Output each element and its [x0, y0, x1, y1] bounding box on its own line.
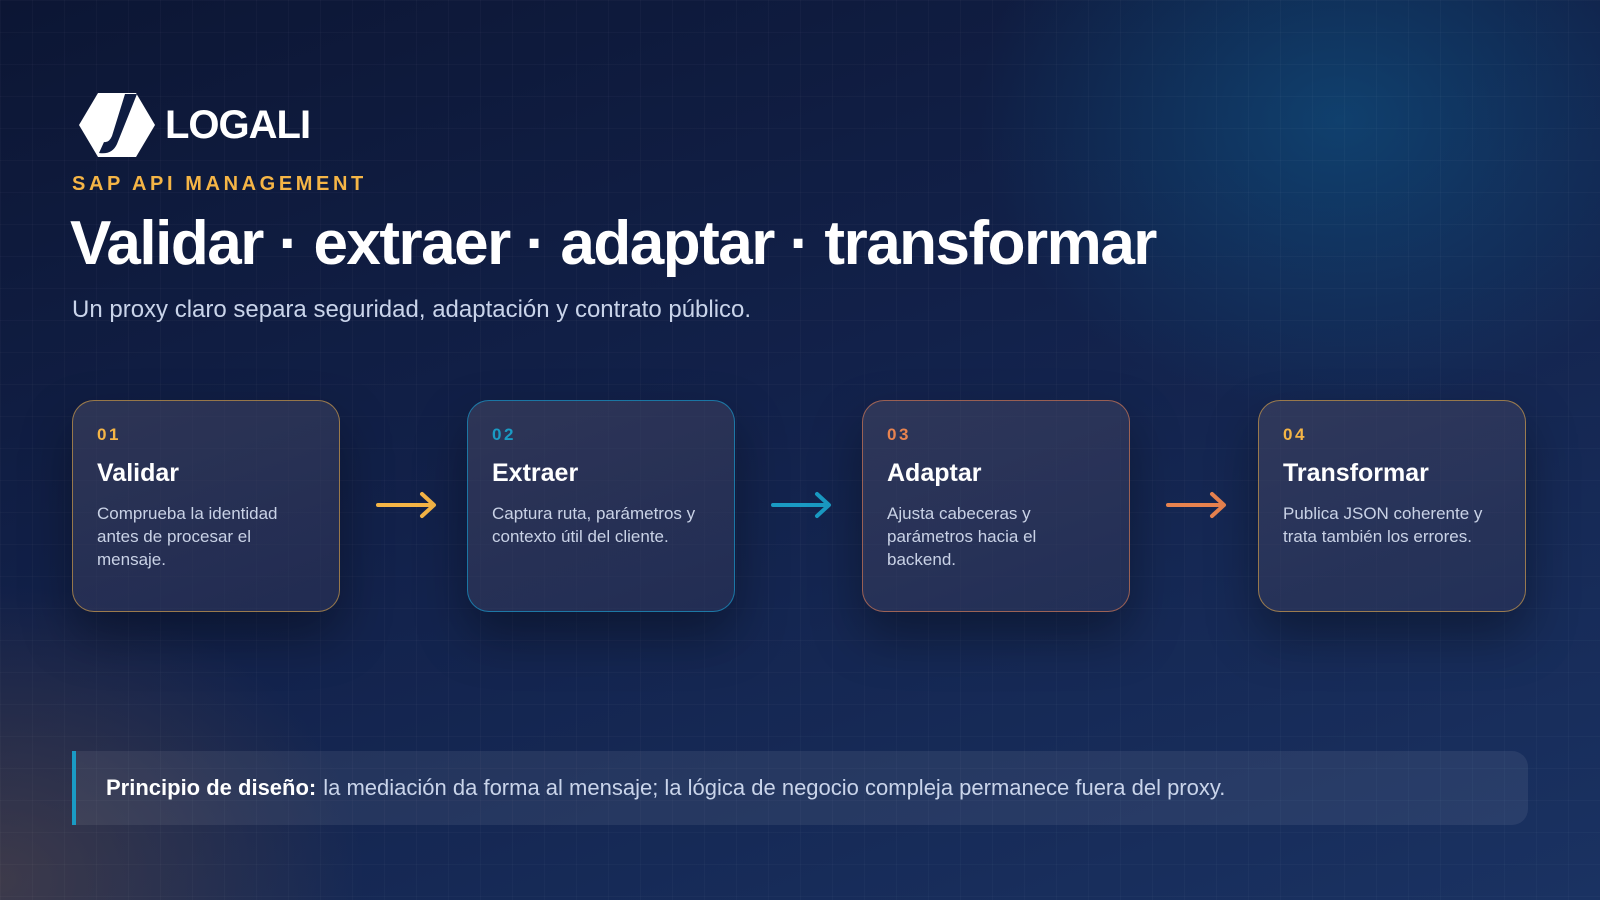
principle-label: Principio de diseño:: [106, 775, 317, 800]
design-principle-note: Principio de diseño: la mediación da for…: [72, 751, 1528, 825]
step-card-extraer: 02 Extraer Captura ruta, parámetros y co…: [467, 400, 735, 612]
step-card-adaptar: 03 Adaptar Ajusta cabeceras y parámetros…: [862, 400, 1130, 612]
step-description: Captura ruta, parámetros y contexto útil…: [492, 504, 696, 546]
step-title: Extraer: [492, 459, 579, 487]
step-number: 04: [1283, 425, 1307, 444]
arrow-right-icon: [376, 492, 436, 518]
step-title: Adaptar: [887, 459, 982, 487]
brand-name: LOGALI: [165, 103, 311, 147]
logali-logo-icon: [79, 93, 155, 157]
step-description: Ajusta cabeceras y parámetros hacia el b…: [887, 504, 1037, 569]
brand-logo: LOGALI: [79, 92, 311, 158]
step-description: Publica JSON coherente y trata también l…: [1283, 504, 1483, 546]
step-title: Validar: [97, 459, 179, 487]
step-card-transformar: 04 Transformar Publica JSON coherente y …: [1258, 400, 1526, 612]
step-description: Comprueba la identidad antes de procesar…: [97, 504, 278, 569]
page-title: Validar · extraer · adaptar · transforma…: [70, 209, 1157, 278]
step-card-validar: 01 Validar Comprueba la identidad antes …: [72, 400, 340, 612]
step-number: 01: [97, 425, 121, 444]
kicker-label: SAP API MANAGEMENT: [72, 173, 367, 195]
step-number: 02: [492, 425, 516, 444]
principle-text: la mediación da forma al mensaje; la lóg…: [323, 775, 1226, 800]
page-subtitle: Un proxy claro separa seguridad, adaptac…: [72, 296, 752, 323]
arrow-right-icon: [1166, 492, 1226, 518]
step-number: 03: [887, 425, 911, 444]
arrow-right-icon: [771, 492, 831, 518]
step-title: Transformar: [1283, 459, 1429, 487]
